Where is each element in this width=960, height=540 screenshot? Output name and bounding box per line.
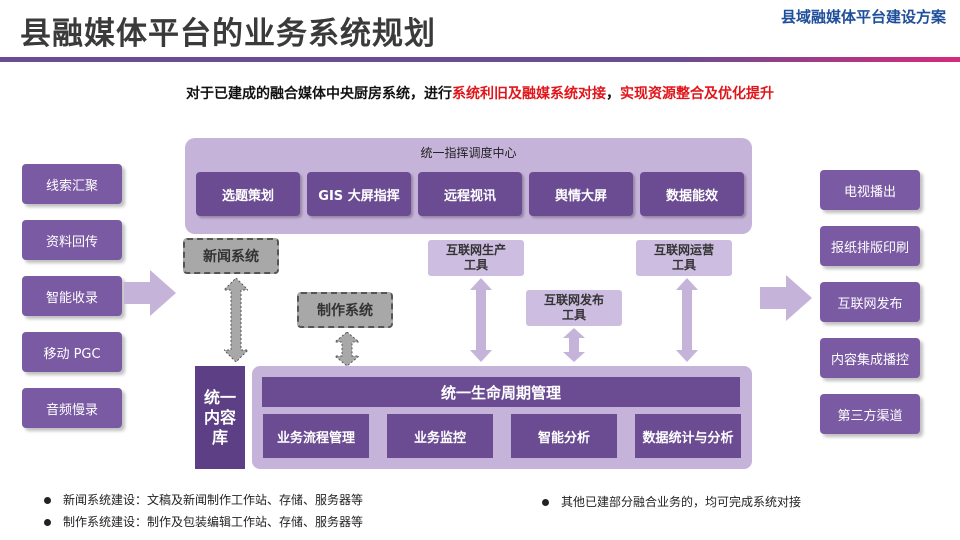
brand-title: 县域融媒体平台建设方案 <box>780 8 946 26</box>
page-title: 县融媒体平台的业务系统规划 <box>20 16 436 52</box>
lifecycle-item: 业务流程管理 <box>263 414 369 458</box>
news-system-box: 新闻系统 <box>183 238 279 274</box>
output-item: 互联网发布 <box>820 282 920 322</box>
command-item: 选题策划 <box>196 172 300 216</box>
internet-operation-tool: 互联网运营 工具 <box>636 240 732 276</box>
note-left-1: 新闻系统建设：文稿及新闻制作工作站、存储、服务器等 <box>44 491 363 508</box>
input-item: 音频慢录 <box>22 388 122 428</box>
command-item: 远程视讯 <box>418 172 522 216</box>
note-text: 其他已建部分融合业务的，均可完成系统对接 <box>561 495 802 509</box>
note-left-2: 制作系统建设：制作及包装编辑工作站、存储、服务器等 <box>44 513 363 530</box>
command-item: 舆情大屏 <box>529 172 633 216</box>
subtitle: 对于已建成的融合媒体中央厨房系统，进行系统利旧及融媒系统对接，实现资源整合及优化… <box>0 83 960 103</box>
bullet-icon <box>542 499 549 506</box>
news-double-arrow <box>224 278 248 362</box>
command-item: 数据能效 <box>640 172 744 216</box>
note-text: 制作系统建设：制作及包装编辑工作站、存储、服务器等 <box>63 515 364 529</box>
output-item: 第三方渠道 <box>820 394 920 434</box>
output-flow-arrow <box>760 275 812 321</box>
subtitle-highlight-2: 实现资源整合及优化提升 <box>620 86 774 102</box>
lifecycle-item: 智能分析 <box>511 414 617 458</box>
internet-publish-tool: 互联网发布 工具 <box>526 290 622 326</box>
lifecycle-item: 业务监控 <box>387 414 493 458</box>
note-text: 新闻系统建设：文稿及新闻制作工作站、存储、服务器等 <box>63 493 364 507</box>
subtitle-part1: 对于已建成的融合媒体中央厨房系统，进行 <box>186 86 452 102</box>
output-item: 内容集成播控 <box>820 338 920 378</box>
internet-production-tool: 互联网生产 工具 <box>428 240 524 276</box>
subtitle-part3: ， <box>606 86 620 102</box>
output-item: 报纸排版印刷 <box>820 226 920 266</box>
lifecycle-item: 数据统计与分析 <box>635 414 741 458</box>
command-center-title: 统一指挥调度中心 <box>420 146 517 160</box>
production-system-box: 制作系统 <box>297 292 393 328</box>
note-right: 其他已建部分融合业务的，均可完成系统对接 <box>542 493 801 510</box>
command-item: GIS 大屏指挥 <box>307 172 411 216</box>
bullet-icon <box>44 497 51 504</box>
subtitle-highlight-1: 系统利旧及融媒系统对接 <box>452 86 606 102</box>
input-item: 资料回传 <box>22 220 122 260</box>
header-divider <box>0 57 960 62</box>
input-item: 智能收录 <box>22 276 122 316</box>
input-item: 移动 PGC <box>22 332 122 372</box>
lifecycle-title: 统一生命周期管理 <box>262 377 740 407</box>
internet-publish-arrow <box>563 328 585 362</box>
internet-operation-arrow <box>676 278 698 362</box>
internet-production-arrow <box>470 278 492 362</box>
output-item: 电视播出 <box>820 170 920 210</box>
production-double-arrow <box>335 332 359 366</box>
input-item: 线索汇聚 <box>22 164 122 204</box>
bullet-icon <box>44 519 51 526</box>
input-flow-arrow <box>124 270 176 316</box>
unified-content-library: 统一 内容 库 <box>195 366 245 469</box>
